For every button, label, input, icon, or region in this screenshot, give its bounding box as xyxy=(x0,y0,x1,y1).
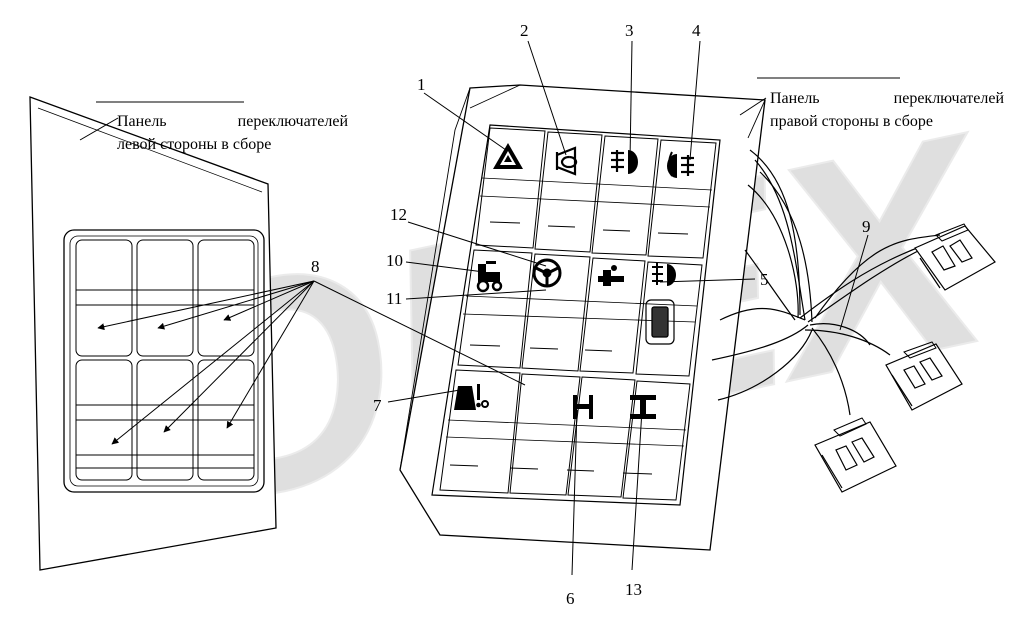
callout-13: 13 xyxy=(625,580,642,599)
row3-keys xyxy=(439,369,691,501)
callout-3: 3 xyxy=(625,21,634,40)
hazard-warning-icon xyxy=(493,143,523,169)
callout-9: 9 xyxy=(862,217,871,236)
left-caption-line1-a: Панель xyxy=(117,113,167,130)
axle-lock-icon xyxy=(598,265,624,286)
row2-keys xyxy=(457,249,703,377)
callout-numbers: 1 2 3 4 5 6 7 8 9 10 11 12 13 xyxy=(311,21,871,608)
connector-middle xyxy=(885,341,963,411)
left-panel-caption: Панель переключателей левой стороны в сб… xyxy=(117,113,348,153)
callout-12: 12 xyxy=(390,205,407,224)
callout-2: 2 xyxy=(520,21,529,40)
cab-warning-icon xyxy=(454,384,489,410)
right-caption-line2: правой стороны в сборе xyxy=(770,113,933,130)
callout-7: 7 xyxy=(373,396,382,415)
callout-8: 8 xyxy=(311,257,320,276)
row1-keys xyxy=(475,127,717,259)
left-key-grid xyxy=(75,239,255,481)
fog-light-icon xyxy=(652,263,676,286)
tractor-lift-icon xyxy=(476,261,503,293)
right-caption-line1-a: Панель xyxy=(770,90,820,107)
callout-1: 1 xyxy=(417,75,426,94)
right-caption-line1-b: переключателей xyxy=(894,90,1005,107)
steering-wheel-icon xyxy=(532,258,562,288)
callout-6: 6 xyxy=(566,589,575,608)
right-panel-caption: Панель переключателей правой стороны в с… xyxy=(770,90,1004,130)
leader-lines xyxy=(79,40,900,576)
rear-fog-light-icon xyxy=(667,151,694,178)
callout-4: 4 xyxy=(692,21,701,40)
callout-11: 11 xyxy=(386,289,402,308)
inter-axle-lock-icon xyxy=(630,395,656,419)
connector-top xyxy=(914,223,996,291)
horn-icon xyxy=(555,146,578,176)
left-caption-line1-b: переключателей xyxy=(238,113,349,130)
right-switch-panel xyxy=(399,84,766,551)
wire-harness xyxy=(711,149,941,416)
callout-10: 10 xyxy=(386,251,403,270)
connector-bottom xyxy=(814,417,897,493)
callout-5: 5 xyxy=(760,270,769,289)
diff-lock-icon xyxy=(573,395,593,419)
left-switch-panel xyxy=(29,96,277,571)
left-caption-line2: левой стороны в сборе xyxy=(117,136,271,153)
